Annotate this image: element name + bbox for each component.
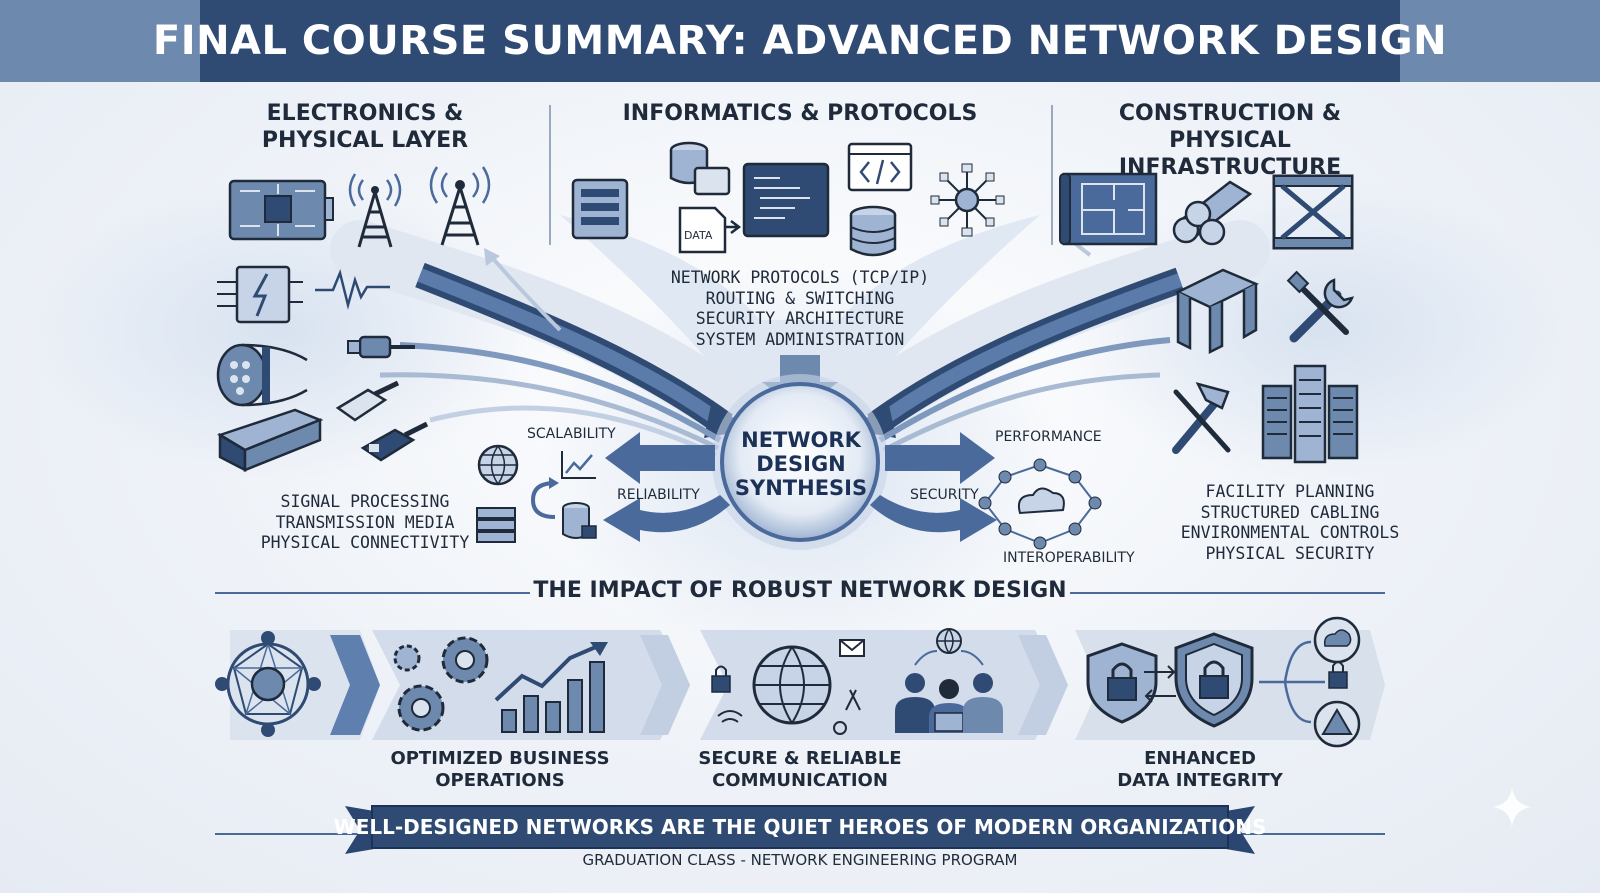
blueprint-icon (1059, 172, 1158, 246)
label-security: SECURITY (910, 487, 979, 503)
usb-plug-icon (360, 421, 429, 462)
code-window-icon (847, 142, 913, 192)
globe-icon (477, 444, 519, 486)
heading-electronics: ELECTRONICS &PHYSICAL LAYER (261, 101, 469, 153)
hammer-screwdriver-icon (1172, 382, 1231, 454)
hub-circle (720, 382, 880, 542)
database-files-icon (669, 141, 731, 196)
title-bar (0, 0, 1600, 82)
signal-wave-icon (315, 269, 390, 310)
sfp-module-icon (217, 408, 324, 473)
label-reliability: RELIABILITY (617, 487, 700, 503)
girder-structure-icon (1175, 268, 1259, 355)
database-icon (849, 205, 897, 257)
cloud-security-icon (1259, 616, 1361, 748)
list-informatics: NETWORK PROTOCOLS (TCP/IP)ROUTING & SWIT… (670, 268, 930, 349)
label-performance: PERFORMANCE (995, 429, 1102, 445)
pipes-icon (1172, 180, 1253, 246)
cloud-network-icon (978, 458, 1102, 550)
circuit-board-icon (228, 179, 334, 241)
bar-chart-icon (494, 642, 608, 733)
heading-construction: CONSTRUCTION &PHYSICAL INFRASTRUCTURE (1118, 101, 1342, 180)
code-terminal-icon (742, 162, 830, 238)
data-tag: DATA (684, 229, 713, 242)
steel-frame-icon (1272, 174, 1354, 250)
radio-tower-icon-2 (429, 166, 491, 246)
coax-connector-icon (347, 335, 415, 359)
page-title: FINAL COURSE SUMMARY: ADVANCED NETWORK D… (152, 18, 1448, 64)
ethernet-plug-icon (335, 380, 400, 422)
chip-icon (217, 265, 303, 324)
team-icon (895, 628, 1003, 733)
trend-chart-icon (561, 451, 596, 479)
label-scalability: SCALABILITY (527, 426, 616, 442)
impact-title: THE IMPACT OF ROBUST NETWORK DESIGN (533, 578, 1067, 603)
network-hub-icon (215, 631, 321, 737)
banner-text: WELL-DESIGNED NETWORKS ARE THE QUIET HER… (333, 815, 1267, 839)
shield-lock-icon-2 (1174, 632, 1254, 728)
transfer-arrows-icon (1144, 665, 1176, 703)
wrench-icon (1286, 270, 1355, 343)
cable-bundle-icon (216, 343, 308, 407)
server-stack-icon (476, 507, 516, 543)
heading-informatics: INFORMATICS & PROTOCOLS (622, 101, 978, 126)
sync-arrow-icon (530, 477, 559, 519)
banner-ribbon (371, 805, 1229, 849)
network-node-icon (930, 163, 1005, 237)
shield-lock-icon (1086, 642, 1158, 724)
radio-tower-icon (348, 173, 402, 248)
label-interoperability: INTEROPERABILITY (1003, 550, 1135, 566)
database-lock-icon (562, 502, 597, 539)
server-racks-icon (1261, 364, 1359, 464)
globe-communication-icon (711, 639, 865, 735)
data-file-icon (678, 206, 742, 254)
sparkle-icon (1492, 787, 1532, 827)
footer-text: GRADUATION CLASS - NETWORK ENGINEERING P… (582, 851, 1018, 869)
server-icon (571, 178, 629, 240)
gears-icon (393, 636, 489, 732)
